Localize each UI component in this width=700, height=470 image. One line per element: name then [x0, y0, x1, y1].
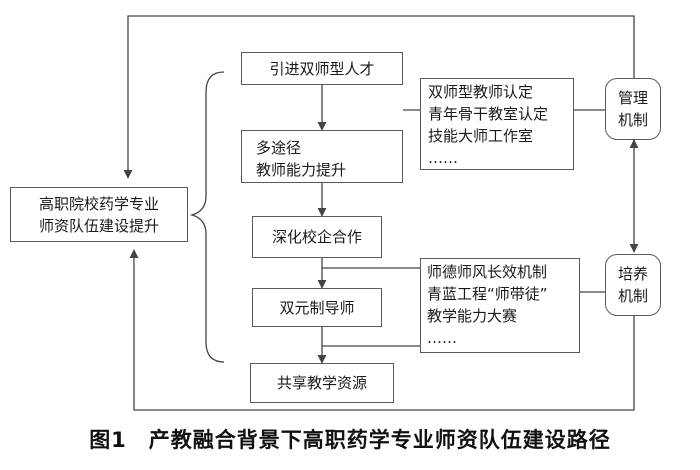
mgmt-detail-1: 双师型教师认定 [428, 83, 534, 101]
train-detail-3: 教学能力大赛 [427, 307, 518, 325]
step-box-1: 引进双师型人才 [241, 52, 403, 85]
train-mech-line-1: 培养 [617, 265, 648, 283]
step-box-5: 共享教学资源 [250, 363, 394, 403]
step-2-line-1: 多途径 [256, 139, 302, 157]
mgmt-detail-3: 技能大师工作室 [428, 127, 534, 145]
train-detail-4: …… [427, 329, 457, 347]
train-detail-1: 师德师风长效机制 [427, 263, 548, 281]
goal-line-1: 高职院校药学专业 [38, 194, 159, 213]
step-box-3: 深化校企合作 [252, 216, 382, 258]
mgmt-mech-line-2: 机制 [617, 111, 648, 129]
step-box-4: 双元制导师 [252, 288, 382, 327]
detail-box-training: 师德师风长效机制 青蓝工程“师带徒” 教学能力大赛 …… [420, 258, 580, 353]
train-mech-line-2: 机制 [617, 287, 648, 305]
figure-caption: 图1 产教融合背景下高职药学专业师资队伍建设路径 [89, 428, 611, 452]
step-3-label: 深化校企合作 [271, 228, 362, 246]
mgmt-detail-4: …… [428, 149, 458, 167]
step-box-2: 多途径 教师能力提升 [241, 130, 403, 183]
feedback-loop-top [123, 15, 635, 179]
step-5-label: 共享教学资源 [276, 374, 367, 392]
group-brace [189, 71, 225, 363]
detail-box-management: 双师型教师认定 青年骨干教室认定 技能大师工作室 …… [420, 78, 574, 170]
goal-box: 高职院校药学专业 师资队伍建设提升 [10, 187, 188, 242]
mgmt-detail-2: 青年骨干教室认定 [428, 105, 549, 123]
training-mechanism-box: 培养 机制 [605, 254, 661, 316]
goal-line-2: 师资队伍建设提升 [38, 216, 159, 235]
train-detail-2: 青蓝工程“师带徒” [427, 285, 548, 303]
feedback-loop-bottom [129, 249, 635, 411]
step-4-label: 双元制导师 [279, 298, 355, 317]
management-mechanism-box: 管理 机制 [605, 78, 661, 140]
step-1-label: 引进双师型人才 [269, 59, 375, 78]
mgmt-mech-line-1: 管理 [617, 89, 648, 107]
step-2-line-2: 教师能力提升 [256, 161, 347, 179]
